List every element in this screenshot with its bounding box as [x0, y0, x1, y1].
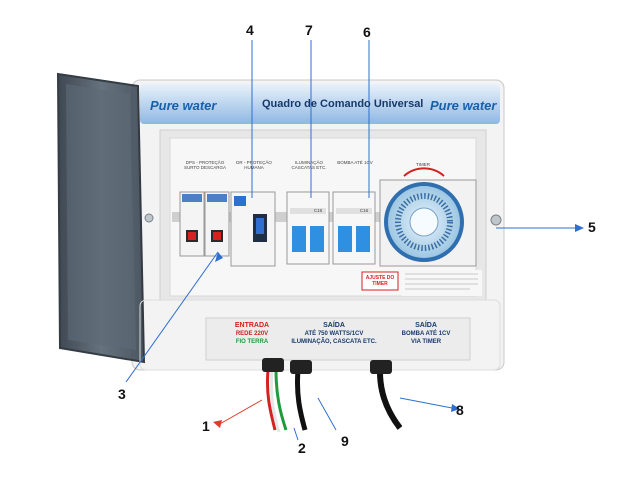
callout-4: 4	[246, 22, 254, 38]
panel-title: Quadro de Comando Universal	[262, 98, 424, 110]
entrada-line2: FIO TERRA	[235, 339, 269, 345]
callout-arrowheads	[213, 224, 584, 428]
ajuste-timer-label: AJUSTE DO TIMER	[365, 275, 395, 287]
callout-9: 9	[341, 433, 349, 449]
label-timer: TIMER	[416, 162, 430, 167]
header-band	[140, 84, 500, 124]
cable-glands	[262, 358, 392, 374]
rating-bomba: C16	[359, 208, 369, 213]
label-dr: DR - PROTEÇÃO HUMANA	[236, 160, 272, 170]
label-bomba: BOMBA ATÉ 1CV	[337, 160, 373, 165]
callout-5: 5	[588, 219, 596, 235]
breaker-iluminacao	[286, 191, 330, 265]
saida1-title: SAÍDA	[323, 322, 345, 329]
callout-1: 1	[202, 418, 210, 434]
side-screw	[490, 214, 502, 226]
callout-3: 3	[118, 386, 126, 402]
timer-unit	[379, 167, 477, 267]
brand-right: Pure water	[430, 98, 497, 113]
callout-6: 6	[363, 24, 371, 40]
breaker-bomba	[332, 191, 376, 265]
label-iluminacao: ILUMINAÇÃO CASCATAS ETC.	[291, 160, 327, 170]
door-screw	[144, 213, 154, 223]
label-dps: DPS - PROTEÇÃO SURTO DESCARGA	[183, 160, 227, 170]
callout-8: 8	[456, 402, 464, 418]
callout-2: 2	[298, 440, 306, 456]
callout-lines	[125, 40, 575, 441]
ajuste-timer-box	[361, 271, 399, 291]
dr-module	[230, 191, 276, 267]
saida2-title: SAÍDA	[415, 322, 437, 329]
saida2-line2: VIA TIMER	[410, 339, 442, 345]
brand-left: Pure water	[150, 98, 217, 113]
saida1-line2: ILUMINAÇÃO, CASCATA ETC.	[291, 339, 377, 345]
instruction-text-block	[402, 270, 482, 296]
saida1-line1: ATÉ 750 WATTS/1CV	[304, 331, 364, 337]
callout-7: 7	[305, 22, 313, 38]
rating-iluminacao: C16	[313, 208, 323, 213]
saida2-line1: BOMBA ATÉ 1CV	[401, 331, 451, 337]
entrada-line1: REDE 220V	[235, 331, 269, 337]
entrada-title: ENTRADA	[234, 322, 270, 329]
cables	[266, 369, 403, 433]
dps-modules	[179, 191, 230, 257]
lower-plate	[205, 317, 471, 361]
